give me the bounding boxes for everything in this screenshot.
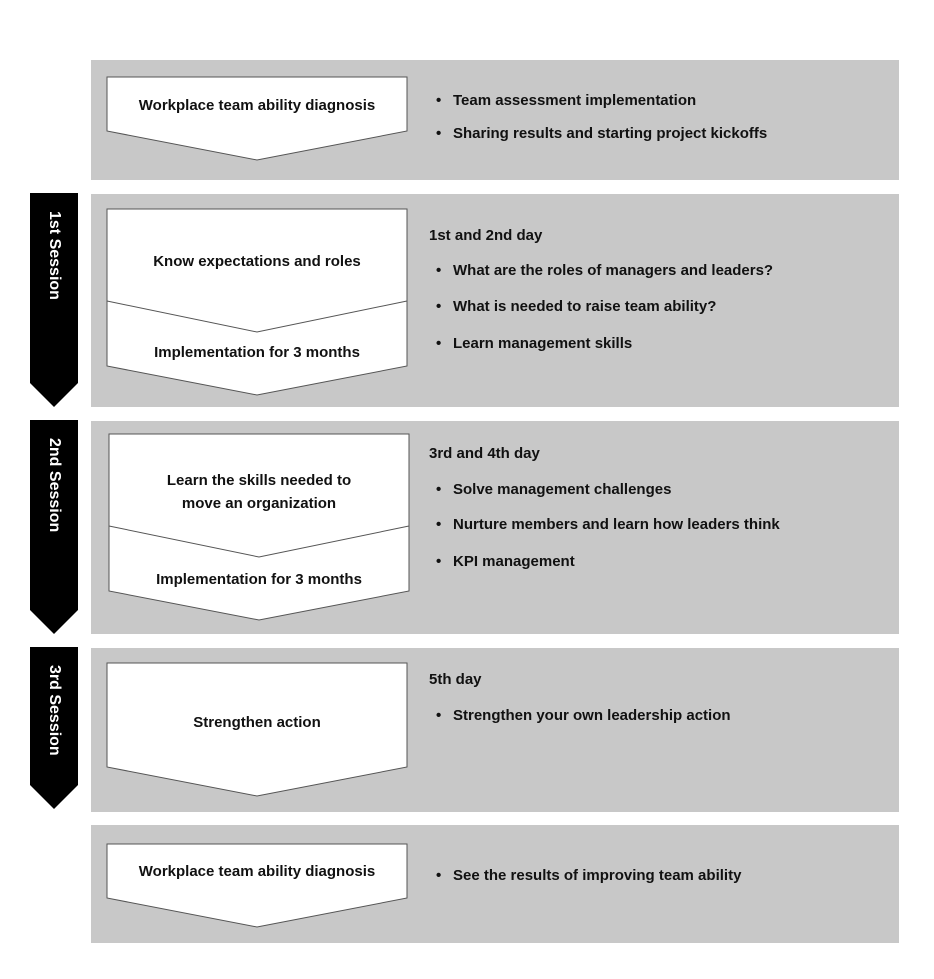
diagnosis-top-box-label: Workplace team ability diagnosis [138,97,376,114]
session-2-bullet-1: •Solve management challenges [436,481,672,498]
diagnosis-bottom-box-label: Workplace team ability diagnosis [138,863,376,880]
session-2-box-top-label: Learn the skills needed to move an organ… [109,469,409,515]
session-2-tab-label: 2nd Session [46,438,63,533]
diagnosis-bottom-arrow-box [106,843,408,928]
bullet-dot: • [436,262,442,279]
session-2-box-top-line-1: Learn the skills needed to [166,472,352,489]
session-1-day: 1st and 2nd day [429,227,543,244]
session-2-tab-shape [30,420,78,634]
session-3-day: 5th day [429,671,482,688]
session-3-box-label: Strengthen action [193,714,321,731]
bullet-dot: • [436,481,442,498]
session-3-tab: 3rd Session [30,647,78,809]
session-2-arrow-boxes [108,433,410,621]
panel-session-1: Know expectations and roles Implementati… [91,194,899,407]
session-1-bullet-1: •What are the roles of managers and lead… [436,262,774,279]
session-1-tab-shape [30,193,78,407]
session-2-tab: 2nd Session [30,420,78,634]
panel-session-3: Strengthen action 5th day •Strengthen yo… [91,648,899,812]
bullet-dot: • [436,298,442,315]
session-1-box-bottom-label: Implementation for 3 months [154,344,360,361]
session-1-tab-label: 1st Session [46,211,63,300]
session-2-bullet-3: •KPI management [436,553,575,570]
session-3-bullet-1: •Strengthen your own leadership action [436,707,731,724]
bullet-dot: • [436,867,442,884]
panel-session-2: Learn the skills needed to move an organ… [91,421,899,634]
session-3-tab-label: 3rd Session [46,665,63,756]
session-1-box-top-label: Know expectations and roles [153,253,361,270]
diagnosis-top-arrow-box [106,76,408,161]
bullet-dot: • [436,335,442,352]
diagnosis-bottom-bullet-1: •See the results of improving team abili… [436,867,742,884]
bullet-dot: • [436,553,442,570]
session-1-bullet-3: •Learn management skills [436,335,633,352]
session-2-box-bottom-label: Implementation for 3 months [156,571,362,588]
session-1-tab: 1st Session [30,193,78,407]
diagnosis-top-bullet-2: •Sharing results and starting project ki… [436,125,768,142]
bullet-dot: • [436,125,442,142]
session-1-bullet-2: •What is needed to raise team ability? [436,298,717,315]
bullet-dot: • [436,707,442,724]
panel-diagnosis-top: Workplace team ability diagnosis •Team a… [91,60,899,180]
diagnosis-top-bullet-1: •Team assessment implementation [436,92,697,109]
session-3-tab-shape [30,647,78,809]
session-2-bullet-2: •Nurture members and learn how leaders t… [436,516,780,533]
bullet-dot: • [436,516,442,533]
bullet-dot: • [436,92,442,109]
session-1-arrow-boxes [106,208,408,396]
session-2-day: 3rd and 4th day [429,445,540,462]
session-3-arrow-box [106,662,408,797]
session-2-box-top-line-2: move an organization [181,495,337,512]
panel-diagnosis-bottom: Workplace team ability diagnosis •See th… [91,825,899,943]
